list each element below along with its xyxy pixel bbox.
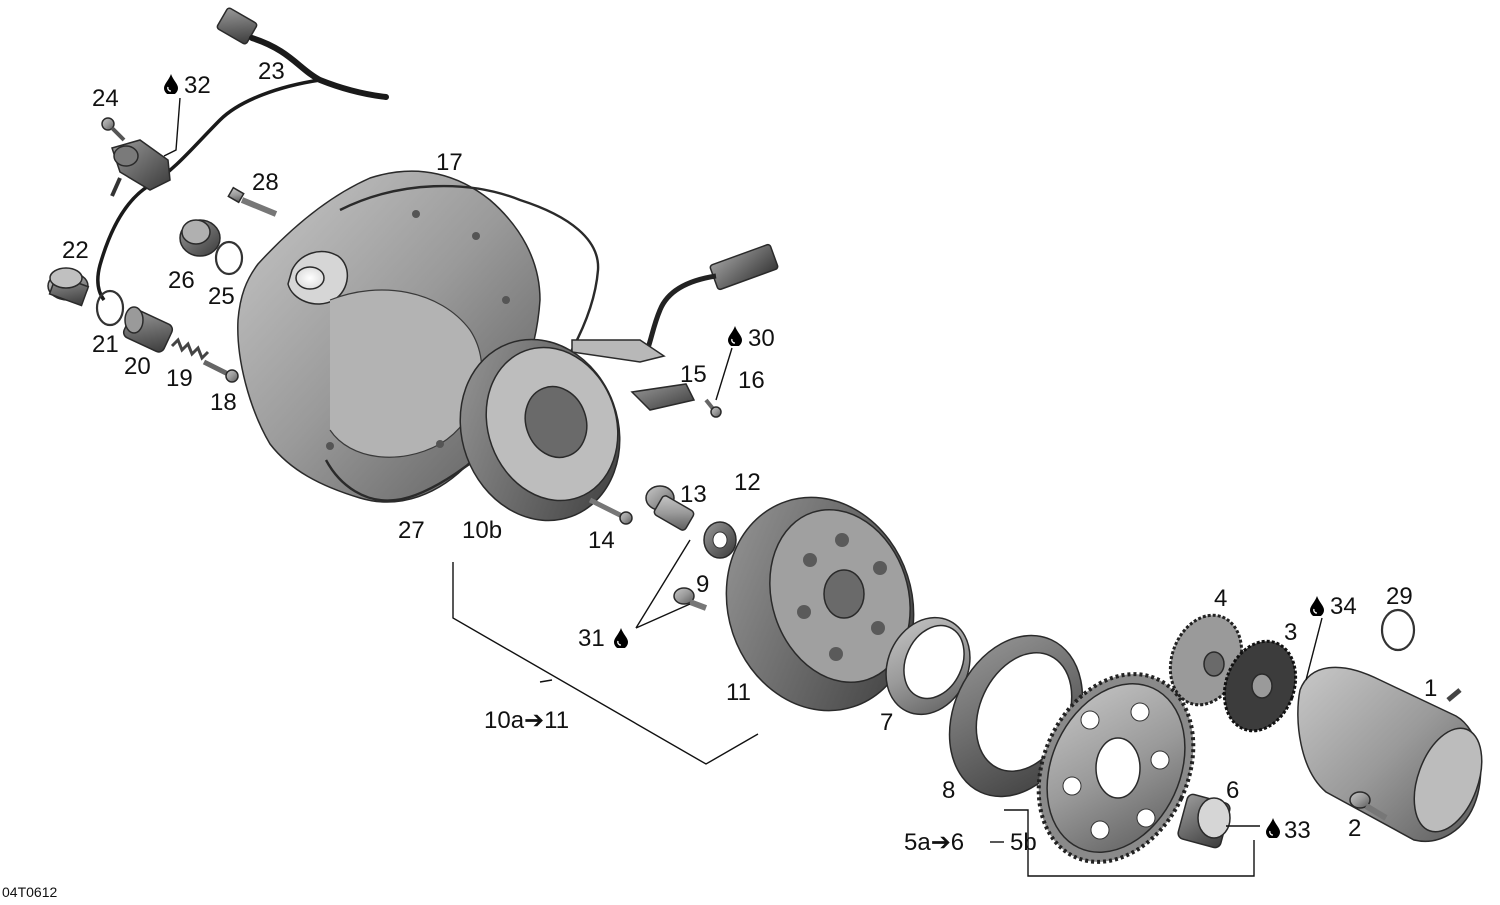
callout-31: 31: [578, 625, 605, 652]
callout-5b: 5b: [1010, 829, 1037, 856]
callout-6: 6: [1226, 777, 1239, 804]
callout-5a-6: 5a➔6: [904, 829, 964, 856]
callout-1: 1: [1424, 675, 1437, 702]
callout-32: 32: [184, 72, 211, 99]
spring-part-19[interactable]: [170, 337, 210, 361]
bolt-part-18[interactable]: [202, 359, 239, 383]
callout-26: 26: [168, 267, 195, 294]
callout-18: 18: [210, 389, 237, 416]
wire-clamp-part-15[interactable]: [571, 243, 779, 411]
plunger-part-20[interactable]: [122, 306, 175, 354]
callout-15: 15: [680, 361, 707, 388]
callout-12: 12: [734, 469, 761, 496]
callout-19: 19: [166, 365, 193, 392]
callout-29: 29: [1386, 583, 1413, 610]
callout-16: 16: [738, 367, 765, 394]
stator-part-10b[interactable]: [435, 317, 645, 543]
bolt-part-14[interactable]: [588, 497, 633, 525]
drop-icon: [164, 74, 178, 94]
callout-34: 34: [1330, 593, 1357, 620]
callout-20: 20: [124, 353, 151, 380]
callout-33: 33: [1284, 817, 1311, 844]
drop-icon: [728, 326, 742, 346]
starter-gear-part-5b[interactable]: [1009, 649, 1222, 887]
callout-3: 3: [1284, 619, 1297, 646]
screw-part-2[interactable]: [1349, 791, 1388, 821]
callout-4: 4: [1214, 585, 1227, 612]
washer-part-12[interactable]: [703, 521, 737, 559]
bolt-part-28[interactable]: [227, 186, 278, 217]
flywheel-bolt-part-13[interactable]: [645, 485, 695, 532]
bushing-part-6[interactable]: [1177, 793, 1231, 849]
gear-part-3[interactable]: [1212, 631, 1307, 741]
drop-icon: [1310, 596, 1324, 616]
callout-22: 22: [62, 237, 89, 264]
callout-28: 28: [252, 169, 279, 196]
o-ring-part-29[interactable]: [1380, 608, 1416, 652]
leader-lines: [163, 97, 1323, 877]
callout-8: 8: [942, 777, 955, 804]
callout-2: 2: [1348, 815, 1361, 842]
plug-cap-part[interactable]: [47, 267, 90, 307]
callout-10a-11: 10a➔11: [484, 707, 569, 734]
drop-icon: [614, 628, 628, 648]
callout-21: 21: [92, 331, 119, 358]
speed-sensor-part[interactable]: [110, 139, 171, 197]
callout-7: 7: [880, 709, 893, 736]
callout-17: 17: [436, 149, 463, 176]
o-ring-part-25[interactable]: [214, 240, 244, 276]
callout-10b: 10b: [462, 517, 502, 544]
screw-part-24[interactable]: [101, 117, 126, 142]
callout-27: 27: [398, 517, 425, 544]
callout-23: 23: [258, 58, 285, 85]
o-ring-part-21[interactable]: [95, 289, 125, 327]
callout-11: 11: [726, 679, 751, 706]
drop-icon: [1266, 818, 1280, 838]
callout-13: 13: [680, 481, 707, 508]
callout-14: 14: [588, 527, 615, 554]
screw-part-16[interactable]: [704, 398, 722, 418]
gasket-part-27[interactable]: [324, 184, 600, 502]
drawing-id: 04T0612: [2, 884, 57, 900]
callout-9: 9: [696, 571, 709, 598]
starter-motor-part-1[interactable]: [1297, 666, 1495, 842]
screw-part-9[interactable]: [673, 587, 708, 611]
callout-30: 30: [748, 325, 775, 352]
ring-part-7[interactable]: [871, 604, 986, 728]
cap-part-26[interactable]: [179, 219, 221, 257]
flywheel-part-11[interactable]: [699, 473, 941, 735]
callout-24: 24: [92, 85, 119, 112]
callout-25: 25: [208, 283, 235, 310]
